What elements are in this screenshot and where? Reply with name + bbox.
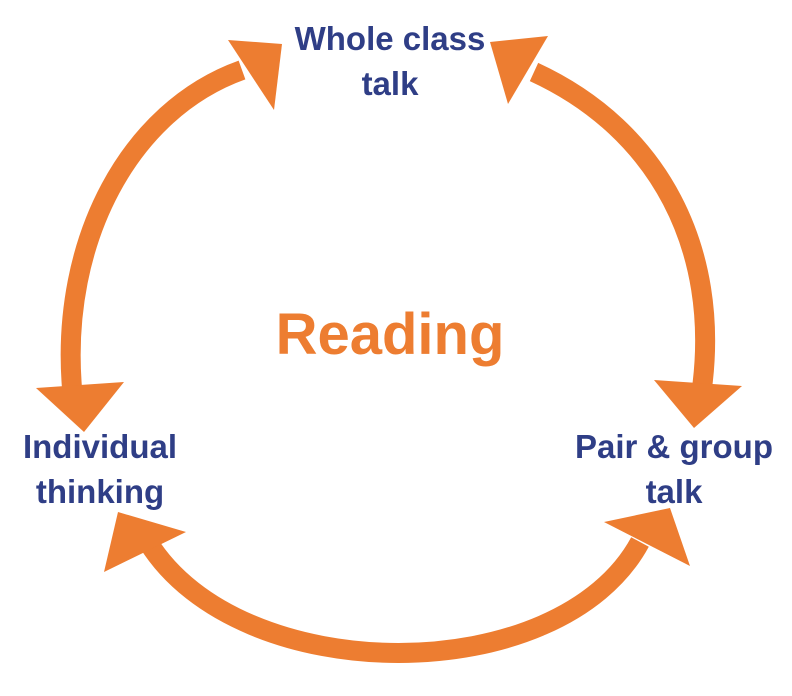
arrow-top-right xyxy=(490,36,742,428)
node-top-line1: Whole class xyxy=(294,20,486,57)
center-title-reading: Reading xyxy=(275,302,505,367)
node-left-line1: Individual xyxy=(22,428,177,465)
node-top-line2: talk xyxy=(361,65,419,102)
arrow-left-top xyxy=(36,40,282,432)
node-pair-group-talk: Pair & group talk xyxy=(556,424,792,514)
node-individual-thinking: Individual thinking xyxy=(0,424,200,514)
node-left-line2: thinking xyxy=(35,473,165,510)
node-whole-class-talk: Whole class talk xyxy=(250,16,530,106)
node-right-line1: Pair & group xyxy=(574,428,774,465)
arrow-bottom xyxy=(104,508,690,663)
node-right-line2: talk xyxy=(645,473,703,510)
